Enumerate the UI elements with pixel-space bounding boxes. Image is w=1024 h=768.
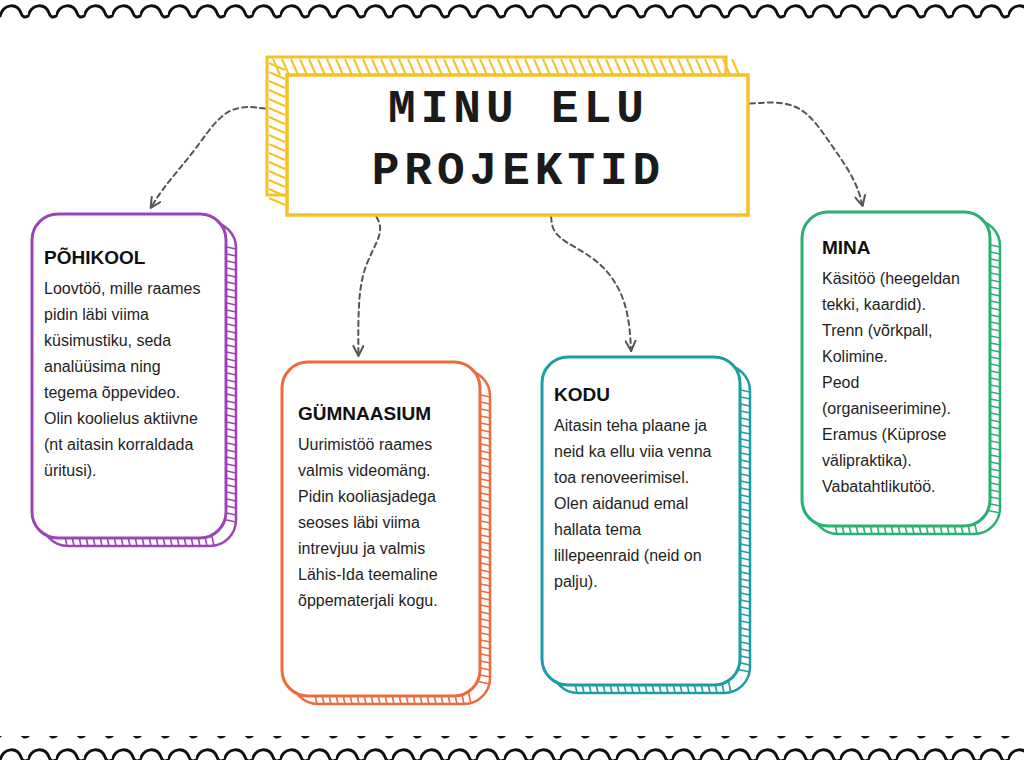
hatch-line xyxy=(309,59,316,75)
hatch-line xyxy=(624,59,631,75)
hatch-line xyxy=(489,59,496,75)
hatch-line xyxy=(417,59,424,75)
box-text: Peod (organiseerimine). xyxy=(822,370,984,422)
dashed-arrow xyxy=(551,217,631,351)
dashed-arrow xyxy=(151,107,265,208)
diagram-title: MINU ELU PROJEKTID xyxy=(354,79,684,203)
box-heading: PÕHIKOOL xyxy=(44,246,206,270)
hatch-line xyxy=(534,59,541,75)
box-heading: GÜMNAASIUM xyxy=(298,402,470,426)
hatch-line xyxy=(480,59,487,75)
box-text: Eramus (Küprose välipraktika). xyxy=(822,422,984,474)
hatch-line xyxy=(269,180,285,187)
box-text: Olen aidanud emal hallata tema lillepeen… xyxy=(554,491,722,595)
dashed-arrow xyxy=(750,102,863,206)
hatch-line xyxy=(269,72,285,79)
hatch-line xyxy=(269,63,285,70)
hatch-line xyxy=(462,59,469,75)
hatch-line xyxy=(426,59,433,75)
hatch-line xyxy=(269,171,285,178)
hatch-line xyxy=(498,59,505,75)
hatch-line xyxy=(327,59,334,75)
hatch-line xyxy=(453,59,460,75)
hatch-line xyxy=(354,59,361,75)
hatch-line xyxy=(269,162,285,169)
hatch-line xyxy=(606,59,613,75)
hatch-line xyxy=(363,59,370,75)
box-text: Loovtöö, mille raames pidin läbi viima k… xyxy=(44,276,206,406)
hatch-line xyxy=(561,59,568,75)
box-heading: MINA xyxy=(822,236,984,260)
school-box: PÕHIKOOL Loovtöö, mille raames pidin läbi… xyxy=(30,212,238,548)
hatch-line xyxy=(714,59,721,75)
hatch-line xyxy=(570,59,577,75)
hatch-line xyxy=(300,59,307,75)
hatch-line xyxy=(269,126,285,133)
box-outline xyxy=(802,212,990,526)
box-front xyxy=(287,75,748,215)
hatch-line xyxy=(615,59,622,75)
top-wave xyxy=(0,2,1024,26)
title-box: MINU ELU PROJEKTID xyxy=(265,55,750,217)
hatch-line xyxy=(507,59,514,75)
hatch-line xyxy=(633,59,640,75)
hatch-line xyxy=(269,135,285,142)
hatch-line xyxy=(660,59,667,75)
school-box: GÜMNAASIUM Uurimistöö raames valmis video… xyxy=(280,360,492,706)
box-text: Olin koolielus aktiivne (nt aitasin korr… xyxy=(44,406,206,484)
dashed-arrow xyxy=(358,217,380,356)
hatch-line xyxy=(723,59,730,75)
hatch-line xyxy=(291,59,298,75)
hatch-line xyxy=(269,90,285,97)
box-outline xyxy=(282,362,480,696)
hatch-line xyxy=(552,59,559,75)
hatch-line xyxy=(597,59,604,75)
box-outline xyxy=(32,214,226,538)
hatch-line xyxy=(269,117,285,124)
hatch-line xyxy=(579,59,586,75)
hatch-line xyxy=(732,59,739,75)
hatch-line xyxy=(269,81,285,88)
hatch-line xyxy=(318,59,325,75)
hatch-line xyxy=(408,59,415,75)
hatch-line xyxy=(516,59,523,75)
hatch-line xyxy=(269,189,285,196)
hatch-line xyxy=(543,59,550,75)
hatch-line xyxy=(696,59,703,75)
hatch-line xyxy=(336,59,343,75)
box-heading: KODU xyxy=(554,383,722,407)
box-text: Käsitöö (heegeldan tekki, kaardid). xyxy=(822,266,984,318)
hatch-line xyxy=(642,59,649,75)
hatch-line xyxy=(471,59,478,75)
box-text: Trenn (võrkpall, Kolimine. xyxy=(822,318,984,370)
hatch-line xyxy=(269,144,285,151)
hatch-line xyxy=(435,59,442,75)
bottom-wave xyxy=(0,736,1024,760)
box-text: Uurimistöö raames valmis videomäng. Pidi… xyxy=(298,432,470,614)
hatch-line xyxy=(390,59,397,75)
self-box: MINA Käsitöö (heegeldan tekki, kaardid).T… xyxy=(800,210,1002,536)
hatch-line xyxy=(282,59,289,75)
hatch-line xyxy=(588,59,595,75)
hatch-line xyxy=(651,59,658,75)
hatch-line xyxy=(678,59,685,75)
hatch-line xyxy=(444,59,451,75)
hatch-line xyxy=(345,59,352,75)
hatch-line xyxy=(269,99,285,106)
box-outline xyxy=(542,357,740,685)
hatch-line xyxy=(372,59,379,75)
hatch-line xyxy=(269,153,285,160)
hatch-line xyxy=(381,59,388,75)
hatch-line xyxy=(669,59,676,75)
hatch-line xyxy=(399,59,406,75)
hatch-line xyxy=(269,198,285,205)
hatch-line xyxy=(269,108,285,115)
box-text: Vabatahtlikutöö. xyxy=(822,474,984,500)
hatch-line xyxy=(525,59,532,75)
hatch-line xyxy=(687,59,694,75)
hatch-line xyxy=(705,59,712,75)
home-box: KODU Aitasin teha plaane ja neid ka ellu … xyxy=(540,355,752,695)
box-text: Aitasin teha plaane ja neid ka ellu viia… xyxy=(554,413,722,491)
